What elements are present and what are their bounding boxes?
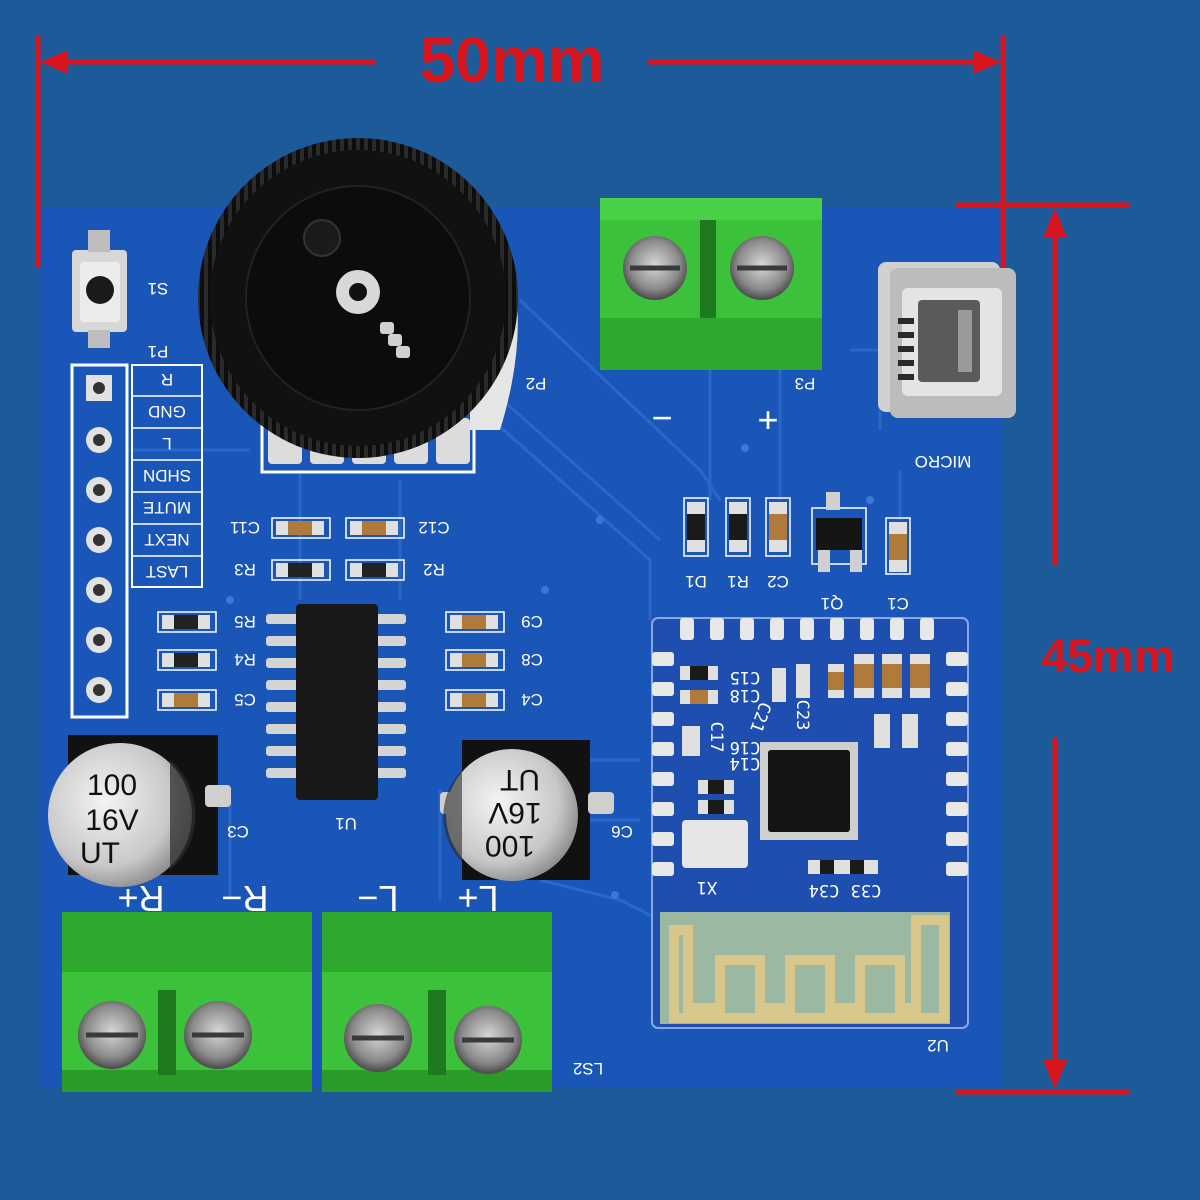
cap-left-line2: 16V	[85, 804, 138, 837]
speaker-terminal-right-channel: R+ R−	[62, 878, 312, 1092]
label-power-minus: −	[651, 397, 672, 438]
bluetooth-antenna	[660, 912, 950, 1024]
label-c11: C11	[230, 518, 260, 537]
bluetooth-module: C15 C18 C17 C16 C14 C21 C23 C33 C34 X1 U…	[651, 617, 969, 1055]
label-c23: C23	[792, 700, 812, 731]
cap-right-line1: 100	[485, 829, 535, 862]
label-c1: C1	[887, 594, 909, 613]
label-x1: X1	[697, 877, 717, 897]
label-c17: C17	[706, 722, 726, 753]
label-r1: R1	[727, 572, 749, 591]
label-s1: S1	[148, 279, 169, 298]
label-p1: P1	[148, 342, 169, 361]
knob-marker	[380, 322, 410, 358]
micro-usb-port: MICRO	[878, 262, 1016, 471]
pin-label-l: L	[162, 434, 171, 453]
label-c8: C8	[521, 650, 543, 669]
label-q1: Q1	[821, 594, 844, 613]
cap-left-line3: UT	[80, 837, 120, 870]
label-c14: C14	[730, 753, 761, 773]
label-ls2: LS2	[573, 1059, 603, 1078]
label-c9: C9	[521, 612, 543, 631]
speaker-terminal-left-channel: L− L+ LS2	[322, 878, 603, 1092]
label-u2: U2	[927, 1036, 949, 1055]
crystal	[682, 820, 748, 868]
volume-knob: P2	[198, 138, 547, 474]
label-u1: U1	[335, 814, 357, 833]
width-label: 50mm	[420, 24, 605, 96]
label-r2: R2	[423, 560, 445, 579]
smd-right-group: C12 R2 C9 C8 C4	[345, 517, 543, 711]
label-d1: D1	[685, 572, 707, 591]
label-p2: P2	[526, 374, 547, 393]
amplifier-ic: U1	[266, 604, 406, 833]
bluetooth-chip	[760, 742, 858, 840]
module-pads	[652, 618, 968, 876]
capacitor-right: UT 16V 100 C6	[440, 740, 633, 881]
pin-header: P1 R GND L SHDN MUTE NEXT LAST	[70, 342, 203, 719]
dimension-height: 45mm	[955, 202, 1175, 1095]
label-c33: C33	[851, 880, 882, 900]
module-labels: C15 C18 C17 C16 C14 C21 C23 C33 C34 X1	[697, 667, 882, 900]
cap-right-line3: UT	[500, 763, 540, 796]
capacitor-left: 100 16V UT C3	[48, 735, 249, 887]
ic-pins	[266, 614, 406, 778]
dimension-width: 50mm	[35, 24, 1006, 268]
pin-label-shdn: SHDN	[143, 466, 191, 485]
pin-pads	[86, 375, 112, 703]
label-r5: R5	[234, 612, 256, 631]
pin-label-mute: MUTE	[143, 498, 191, 517]
label-c2: C2	[767, 572, 789, 591]
label-c34: C34	[809, 880, 840, 900]
smd-left-group: C11 R3 R5 R4 C5	[157, 517, 331, 711]
label-p3: P3	[795, 374, 816, 393]
height-label: 45mm	[1042, 630, 1175, 682]
cap-right-line2: 16V	[488, 796, 541, 829]
label-c3: C3	[227, 822, 249, 841]
tactile-switch: S1	[72, 230, 168, 348]
power-terminal: P3 − +	[600, 198, 822, 440]
label-c12: C12	[418, 518, 449, 537]
label-c5: C5	[234, 690, 256, 709]
label-power-plus: +	[757, 399, 778, 440]
pin-label-r: R	[161, 370, 173, 389]
pin-label-gnd: GND	[148, 402, 186, 421]
label-c16: C16	[730, 737, 761, 757]
usb-pins	[898, 318, 914, 380]
cap-left-line1: 100	[87, 769, 137, 802]
label-micro: MICRO	[915, 452, 972, 471]
pin-label-next: NEXT	[144, 530, 189, 549]
pin-label-last: LAST	[146, 562, 189, 581]
label-c18: C18	[730, 685, 761, 705]
label-r4: R4	[234, 650, 256, 669]
label-c4: C4	[521, 690, 543, 709]
label-c15: C15	[730, 667, 761, 687]
module-passives	[680, 654, 930, 874]
smd-top-right-group: D1 R1 C2 Q1 C1	[683, 492, 911, 613]
label-r3: R3	[234, 560, 256, 579]
label-c6: C6	[611, 822, 633, 841]
pin-labels: R GND L SHDN MUTE NEXT LAST	[132, 370, 202, 581]
